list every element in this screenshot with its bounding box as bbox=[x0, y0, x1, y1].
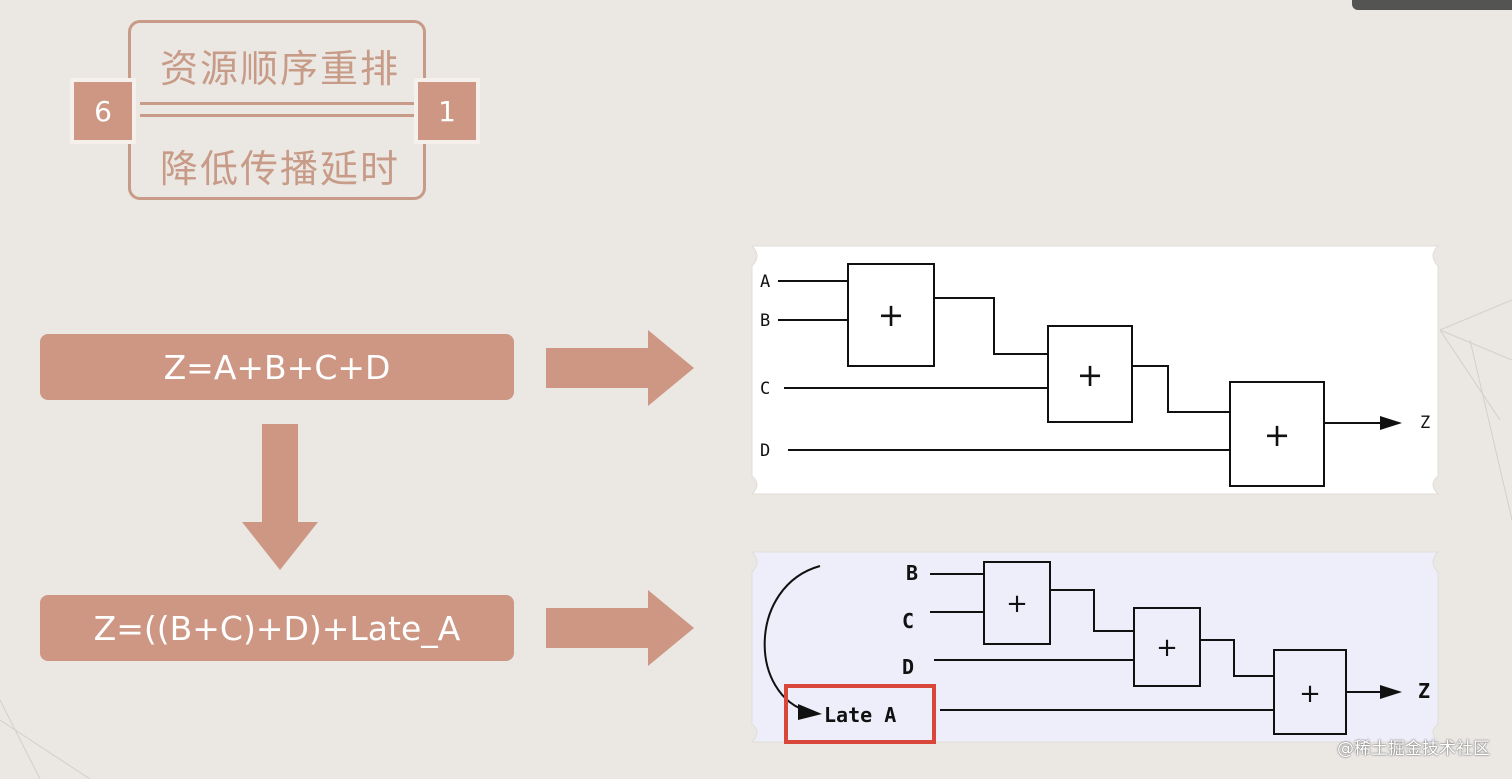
late-input-highlight bbox=[784, 684, 936, 744]
right-arrow-icon bbox=[546, 590, 694, 666]
adder-block bbox=[847, 263, 935, 367]
output-label-z: Z bbox=[1420, 413, 1430, 433]
adder-block bbox=[1229, 381, 1325, 487]
badge-divider bbox=[140, 102, 420, 105]
watermark: @稀土掘金技术社区 bbox=[1337, 739, 1490, 759]
input-label-a: A bbox=[760, 272, 770, 292]
adder-symbol: + bbox=[1077, 356, 1104, 394]
badge-number-right: 1 bbox=[414, 78, 480, 144]
adder-symbol: + bbox=[1264, 416, 1291, 454]
adder-block bbox=[1047, 325, 1133, 423]
input-label-b: B bbox=[760, 311, 770, 331]
adder-block bbox=[983, 561, 1051, 645]
adder-symbol: + bbox=[878, 296, 905, 334]
late-input-label: Late A bbox=[824, 703, 896, 727]
corner-logo-fragment bbox=[1352, 0, 1512, 10]
formula-reordered: Z=((B+C)+D)+Late_A bbox=[40, 595, 514, 661]
curved-arrow-icon bbox=[798, 704, 822, 720]
reordered-adder-diagram: B C D Late A Z + + + bbox=[738, 546, 1448, 748]
badge-title-bottom: 降低传播延时 bbox=[159, 147, 400, 191]
output-arrowhead-icon bbox=[1380, 416, 1402, 430]
input-label-d: D bbox=[902, 655, 914, 679]
formula-original: Z=A+B+C+D bbox=[40, 334, 514, 400]
input-label-b: B bbox=[906, 561, 918, 585]
right-arrow-icon bbox=[546, 330, 694, 406]
adder-block bbox=[1133, 607, 1201, 687]
adder-chain-diagram: A B C D Z + + + bbox=[738, 240, 1448, 500]
input-label-d: D bbox=[760, 441, 770, 461]
adder-symbol: + bbox=[1299, 679, 1321, 709]
adder-symbol: + bbox=[1156, 633, 1178, 663]
input-label-c: C bbox=[760, 379, 770, 399]
output-arrowhead-icon bbox=[1380, 685, 1402, 699]
output-label-z: Z bbox=[1418, 679, 1430, 703]
input-label-c: C bbox=[902, 609, 914, 633]
badge-divider bbox=[140, 114, 420, 117]
down-arrow-icon bbox=[242, 424, 318, 570]
badge-title-top: 资源顺序重排 bbox=[159, 47, 400, 91]
badge-number-left: 6 bbox=[70, 78, 136, 144]
adder-symbol: + bbox=[1006, 589, 1028, 619]
